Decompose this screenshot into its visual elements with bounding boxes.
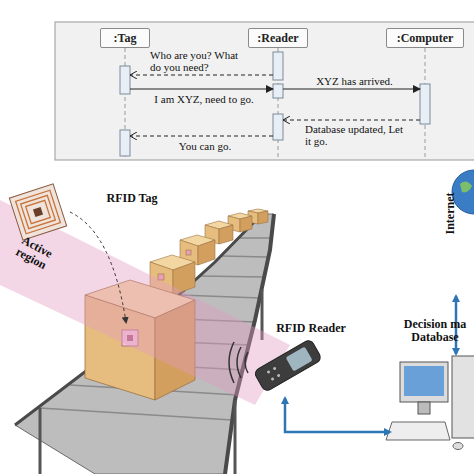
message-label: Who are you? What do you need? xyxy=(150,49,250,73)
part-label: Decision ma Database xyxy=(396,318,474,344)
message-label: XYZ has arrived. xyxy=(292,75,417,87)
message-label: I am XYZ, need to go. xyxy=(138,93,270,105)
message-arrow xyxy=(283,120,420,121)
participant-name: :Reader xyxy=(257,31,298,46)
lifeline-head: :Computer xyxy=(386,28,464,48)
participant-name: :Computer xyxy=(397,31,454,46)
rf-waves xyxy=(229,342,248,383)
wave xyxy=(237,347,241,378)
activation-bar xyxy=(273,84,283,98)
conveyor-leg xyxy=(234,400,237,474)
reader-key xyxy=(277,373,281,377)
computer xyxy=(386,356,474,450)
conveyor-leg xyxy=(39,408,42,474)
roller xyxy=(222,256,267,257)
roller xyxy=(40,408,232,420)
monitor-stand xyxy=(418,402,430,414)
lifeline-head: :Tag xyxy=(100,28,150,48)
box-tag xyxy=(186,250,191,255)
tag-coil xyxy=(16,190,61,233)
mouse xyxy=(453,443,463,450)
message-arrow xyxy=(130,89,273,90)
message-label: You can go. xyxy=(150,140,260,152)
reader-key xyxy=(273,366,277,370)
message-arrow xyxy=(130,75,273,76)
activation-bar xyxy=(120,130,130,156)
box-side xyxy=(240,216,252,232)
keyboard xyxy=(386,422,450,440)
box-side xyxy=(198,240,215,265)
lifeline-head: :Reader xyxy=(248,28,308,48)
sequence-panel xyxy=(55,22,474,160)
tag-chip xyxy=(33,207,43,217)
wave xyxy=(229,342,234,383)
network-label: Internet xyxy=(444,184,457,244)
part-label: RFID Tag xyxy=(97,192,167,205)
roller xyxy=(200,276,264,277)
box-side xyxy=(258,211,268,224)
globe-land xyxy=(460,181,472,192)
tag-body xyxy=(9,184,66,240)
tag-coil xyxy=(26,200,51,223)
rfid-reader xyxy=(253,339,322,393)
wave xyxy=(245,352,248,373)
computer-tower xyxy=(452,356,474,438)
roller xyxy=(240,237,270,239)
activation-bar xyxy=(120,66,130,94)
box-side xyxy=(219,225,233,244)
monitor-screen xyxy=(404,366,444,396)
part-label: RFID Reader xyxy=(266,322,356,335)
data-link xyxy=(285,398,390,432)
reader-body xyxy=(253,339,322,393)
reader-key xyxy=(270,377,274,381)
activation-bar xyxy=(420,84,430,124)
tag-coil xyxy=(21,195,56,228)
pointer-arrow xyxy=(70,212,126,322)
reader-key xyxy=(266,370,270,374)
box-tag xyxy=(158,274,164,280)
monitor xyxy=(400,362,448,402)
message-arrow xyxy=(130,136,273,137)
participant-name: :Tag xyxy=(114,31,137,46)
reader-screen xyxy=(286,347,313,372)
activation-bar xyxy=(273,114,283,140)
rfid-tag-icon xyxy=(9,184,66,240)
activation-bar xyxy=(273,52,283,80)
message-label: Database updated, Let it go. xyxy=(305,123,405,147)
message-arrow xyxy=(283,89,420,90)
